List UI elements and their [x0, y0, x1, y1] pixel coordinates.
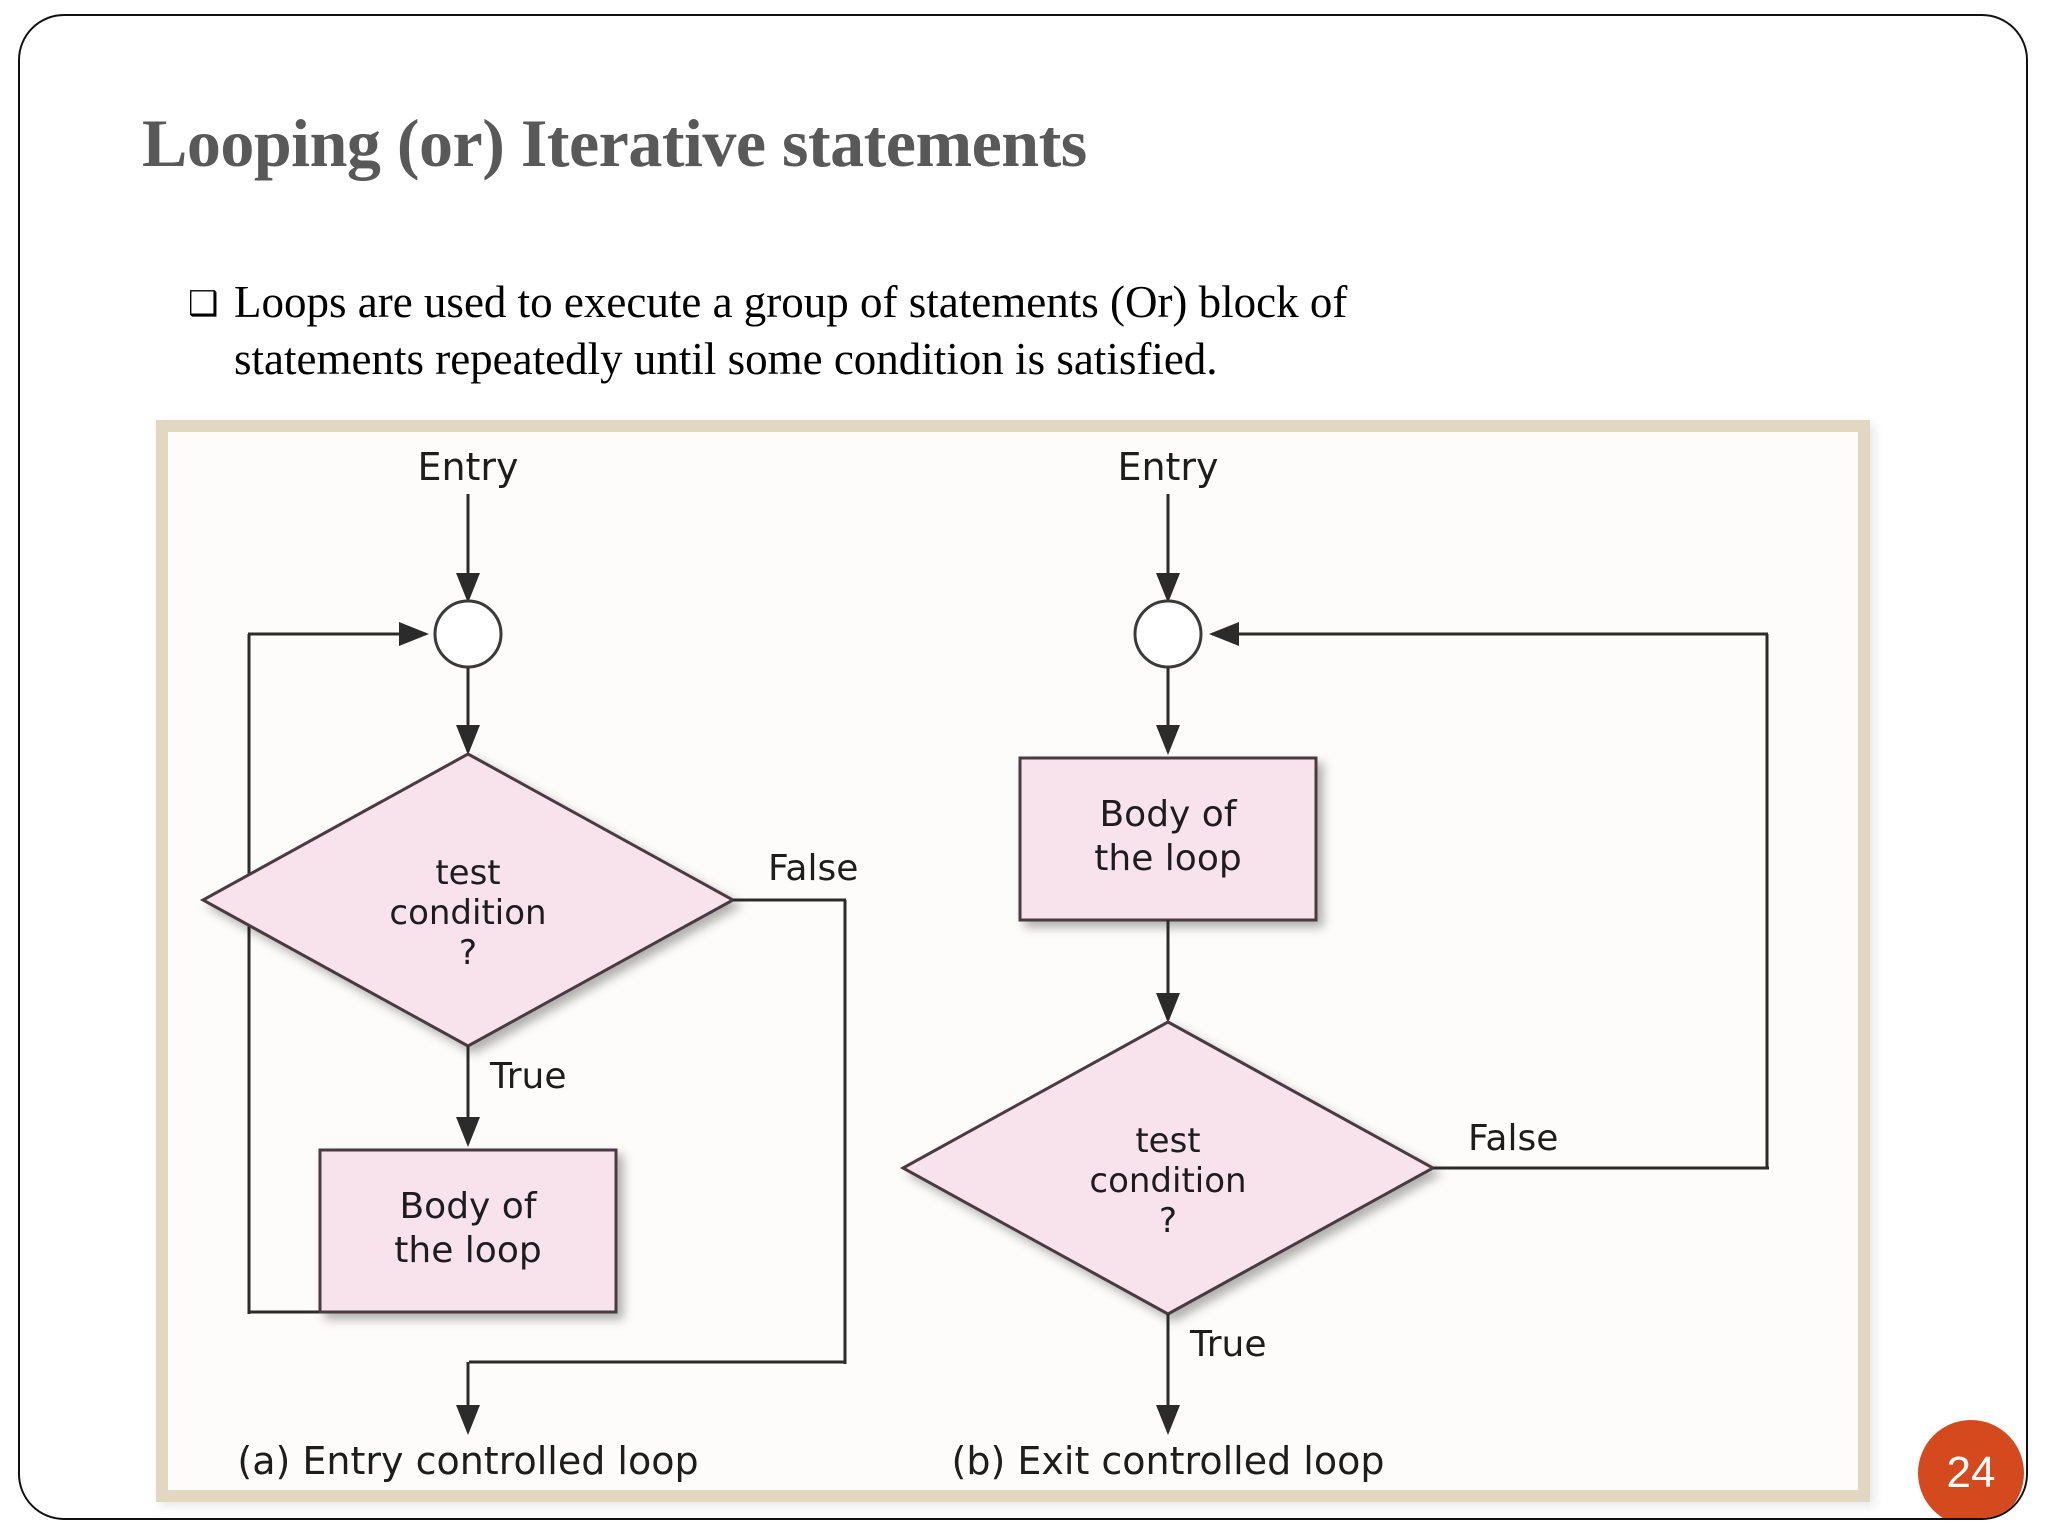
- decision-label-a-line2: condition: [389, 893, 546, 933]
- decision-label-b-line3: ?: [1159, 1201, 1177, 1241]
- process-label-b-line2: the loop: [1094, 838, 1241, 879]
- list-item: ❑ Loops are used to execute a group of s…: [188, 274, 1688, 388]
- process-label-a-line1: Body of: [399, 1186, 537, 1227]
- bullet-line-1: Loops are used to execute a group of sta…: [234, 277, 1348, 327]
- caption-b: (b) Exit controlled loop: [952, 1439, 1385, 1483]
- true-label-b: True: [1189, 1324, 1266, 1365]
- page-number-badge: 24: [1918, 1420, 2024, 1518]
- bullet-square-icon: ❑: [188, 284, 219, 324]
- page-title: Looping (or) Iterative statements: [142, 105, 1087, 181]
- flowchart-canvas: Entry test condition: [168, 432, 1858, 1490]
- flowchart-svg: Entry test condition: [199, 445, 1769, 1483]
- true-label-a: True: [489, 1056, 566, 1097]
- slide: Looping (or) Iterative statements ❑ Loop…: [18, 14, 2028, 1520]
- bullet-list: ❑ Loops are used to execute a group of s…: [188, 274, 1688, 388]
- connector-circle-b: [1133, 599, 1203, 669]
- process-box-b: [1018, 756, 1318, 922]
- process-box-a: [318, 1148, 618, 1314]
- entry-label-b: Entry: [1117, 445, 1218, 489]
- process-label-b-line1: Body of: [1099, 794, 1237, 835]
- false-label-b: False: [1468, 1118, 1558, 1159]
- caption-a: (a) Entry controlled loop: [237, 1439, 698, 1483]
- process-label-a-line2: the loop: [394, 1230, 541, 1271]
- decision-label-b-line2: condition: [1089, 1161, 1246, 1201]
- diagram-entry-controlled-loop: Entry test condition: [199, 445, 858, 1483]
- decision-label-a-line3: ?: [459, 933, 477, 973]
- diagram-exit-controlled-loop: Entry Body of the loop: [899, 445, 1769, 1483]
- entry-label-a: Entry: [417, 445, 518, 489]
- decision-label-b-line1: test: [1135, 1121, 1200, 1161]
- bullet-text: Loops are used to execute a group of sta…: [234, 274, 1347, 388]
- connector-circle-a: [433, 599, 503, 669]
- decision-label-a-line1: test: [435, 853, 500, 893]
- false-label-a: False: [768, 848, 858, 889]
- flowchart-picture-frame: Entry test condition: [156, 420, 1870, 1502]
- bullet-line-2: statements repeatedly until some conditi…: [234, 334, 1218, 384]
